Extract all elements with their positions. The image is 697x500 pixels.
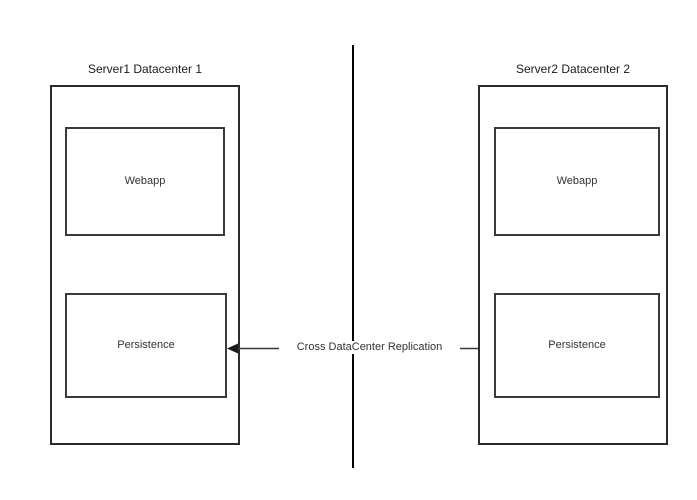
server1-title: Server1 Datacenter 1 (87, 62, 203, 76)
server1-persistence-box[interactable]: Persistence (65, 293, 227, 398)
server1-webapp-label: Webapp (124, 175, 166, 187)
server2-webapp-label: Webapp (556, 175, 598, 187)
replication-label: Cross DataCenter Replication (279, 341, 460, 354)
server2-webapp-box[interactable]: Webapp (494, 127, 660, 236)
datacenter-boundary-line (352, 45, 354, 468)
server2-title: Server2 Datacenter 2 (515, 62, 631, 76)
cross-datacenter-replication-connector[interactable]: Cross DataCenter Replication (227, 338, 504, 359)
server1-persistence-label: Persistence (117, 339, 175, 351)
server2-persistence-label: Persistence (548, 339, 606, 351)
server1-webapp-box[interactable]: Webapp (65, 127, 225, 236)
server2-persistence-box[interactable]: Persistence (494, 293, 660, 398)
arrowhead-left-icon (227, 343, 238, 354)
